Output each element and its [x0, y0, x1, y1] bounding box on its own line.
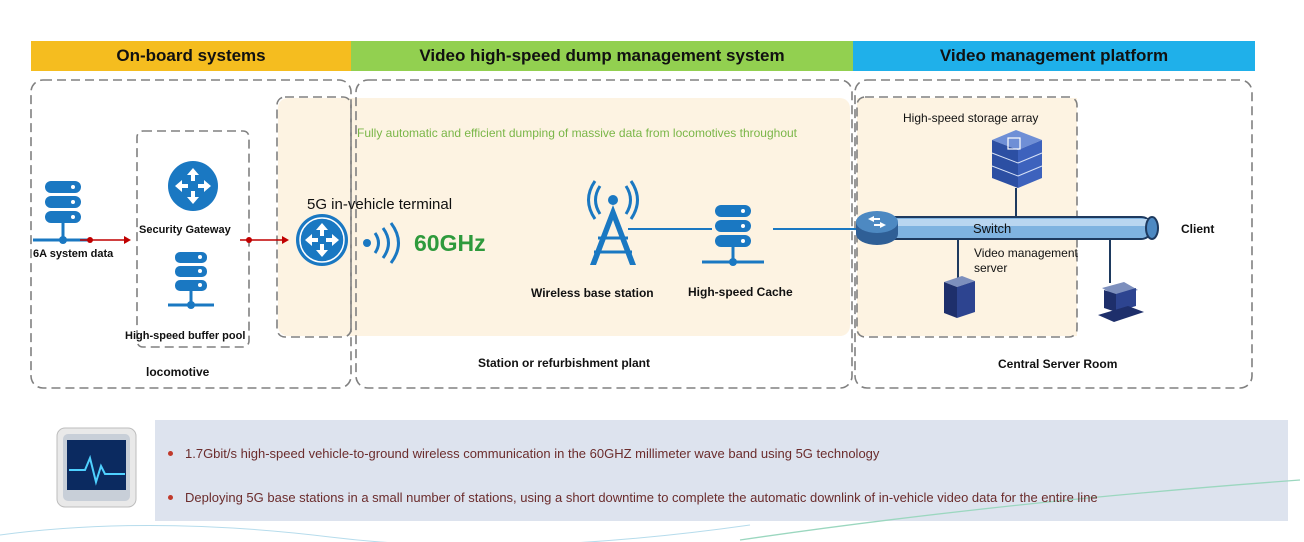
server-icon: [944, 276, 975, 318]
storage-array-label: High-speed storage array: [903, 111, 1039, 125]
system-data-label: 6A system data: [33, 248, 114, 260]
header-onboard: On-board systems: [31, 41, 351, 71]
platform-group-box: [854, 79, 1253, 389]
server-room-label: Central Server Room: [998, 357, 1118, 371]
note-line-1: 1.7Gbit/s high-speed vehicle-to-ground w…: [185, 446, 880, 461]
terminal-label: 5G in-vehicle terminal: [307, 196, 453, 213]
band-label: 60GHz: [414, 230, 486, 256]
header-dump: Video high-speed dump management system: [351, 41, 853, 71]
header-platform: Video management platform: [853, 41, 1255, 71]
database-icon: [168, 252, 214, 309]
locomotive-label: locomotive: [146, 365, 210, 379]
switch-bus: [879, 216, 1159, 240]
station-group-box: [355, 79, 853, 389]
vm-server-label: Video management server: [974, 246, 1078, 275]
notes-panel: [155, 420, 1288, 521]
note-bullet: [168, 451, 173, 456]
terminal-group-box: [276, 96, 352, 338]
note-line-2: Deploying 5G base stations in a small nu…: [185, 490, 1098, 505]
wireless-zone: [278, 98, 850, 336]
note-bullet: [168, 495, 173, 500]
buffer-pool-label: High-speed buffer pool: [125, 330, 246, 342]
switch-label: Switch: [973, 221, 1012, 236]
database-icon: [702, 205, 764, 266]
database-icon: [33, 181, 90, 244]
cell-tower-icon: [587, 180, 639, 265]
router-icon: [296, 214, 348, 266]
station-label: Station or refurbishment plant: [478, 356, 651, 370]
cache-label: High-speed Cache: [688, 285, 793, 299]
client-label: Client: [1181, 222, 1215, 236]
security-gateway-label: Security Gateway: [139, 224, 231, 236]
base-station-label: Wireless base station: [531, 286, 654, 300]
dumping-note: Fully automatic and efficient dumping of…: [357, 126, 798, 140]
wireless-signal-icon: [363, 222, 400, 264]
client-computer-icon: [1098, 282, 1144, 322]
switch-icon: [856, 211, 898, 245]
router-icon: [168, 161, 218, 211]
storage-array-icon: [991, 130, 1043, 188]
monitor-pulse-icon: [56, 427, 137, 508]
